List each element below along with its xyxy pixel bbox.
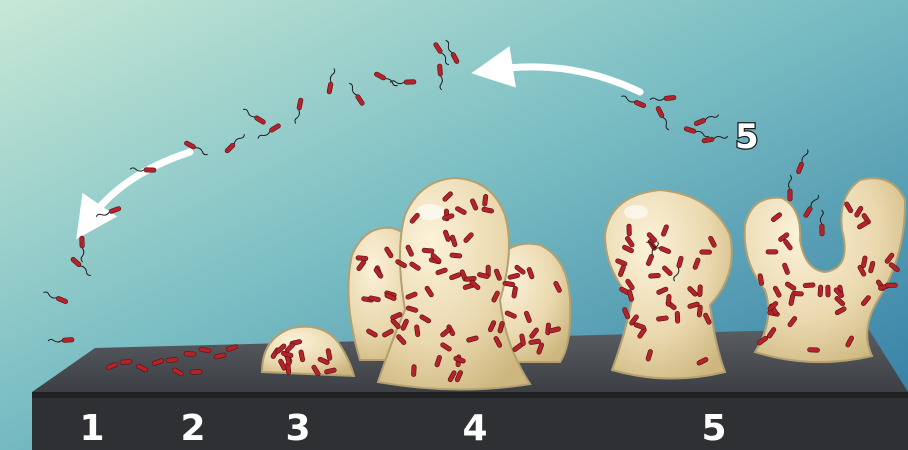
planktonic-bacterium bbox=[80, 236, 85, 248]
embedded-bacterium bbox=[648, 273, 660, 278]
attached-bacterium bbox=[190, 369, 202, 374]
embedded-bacterium bbox=[826, 285, 831, 297]
attached-bacterium bbox=[184, 351, 196, 356]
embedded-bacterium bbox=[766, 250, 778, 254]
stage-label-5: 5 bbox=[701, 408, 726, 449]
embedded-bacterium bbox=[698, 285, 703, 297]
planktonic-bacterium bbox=[664, 95, 676, 100]
embedded-bacterium bbox=[700, 250, 712, 255]
embedded-bacterium bbox=[666, 294, 671, 306]
planktonic-bacterium bbox=[144, 168, 156, 173]
embedded-bacterium bbox=[450, 253, 462, 258]
planktonic-bacterium bbox=[437, 64, 442, 76]
dispersal-tower-left bbox=[605, 190, 732, 379]
dispersal-stage-label: 5 bbox=[735, 117, 759, 157]
embedded-bacterium bbox=[803, 283, 815, 288]
embedded-bacterium bbox=[627, 224, 632, 236]
dispersing-bacterium bbox=[788, 189, 792, 201]
embedded-bacterium bbox=[885, 283, 897, 287]
embedded-bacterium bbox=[356, 256, 368, 261]
dispersing-bacterium bbox=[820, 224, 825, 236]
embedded-bacterium bbox=[818, 285, 823, 297]
embedded-bacterium bbox=[675, 311, 680, 323]
embedded-bacterium bbox=[807, 347, 819, 352]
stage-label-3: 3 bbox=[285, 408, 310, 449]
embedded-bacterium bbox=[411, 364, 416, 376]
planktonic-bacterium bbox=[62, 337, 74, 342]
stage-label-4: 4 bbox=[462, 408, 487, 449]
attached-bacterium bbox=[120, 359, 132, 364]
attached-bacterium bbox=[166, 357, 178, 362]
stage-label-2: 2 bbox=[180, 408, 205, 449]
embedded-bacterium bbox=[422, 248, 434, 253]
stage-label-1: 1 bbox=[79, 408, 104, 449]
planktonic-bacterium bbox=[404, 80, 416, 85]
